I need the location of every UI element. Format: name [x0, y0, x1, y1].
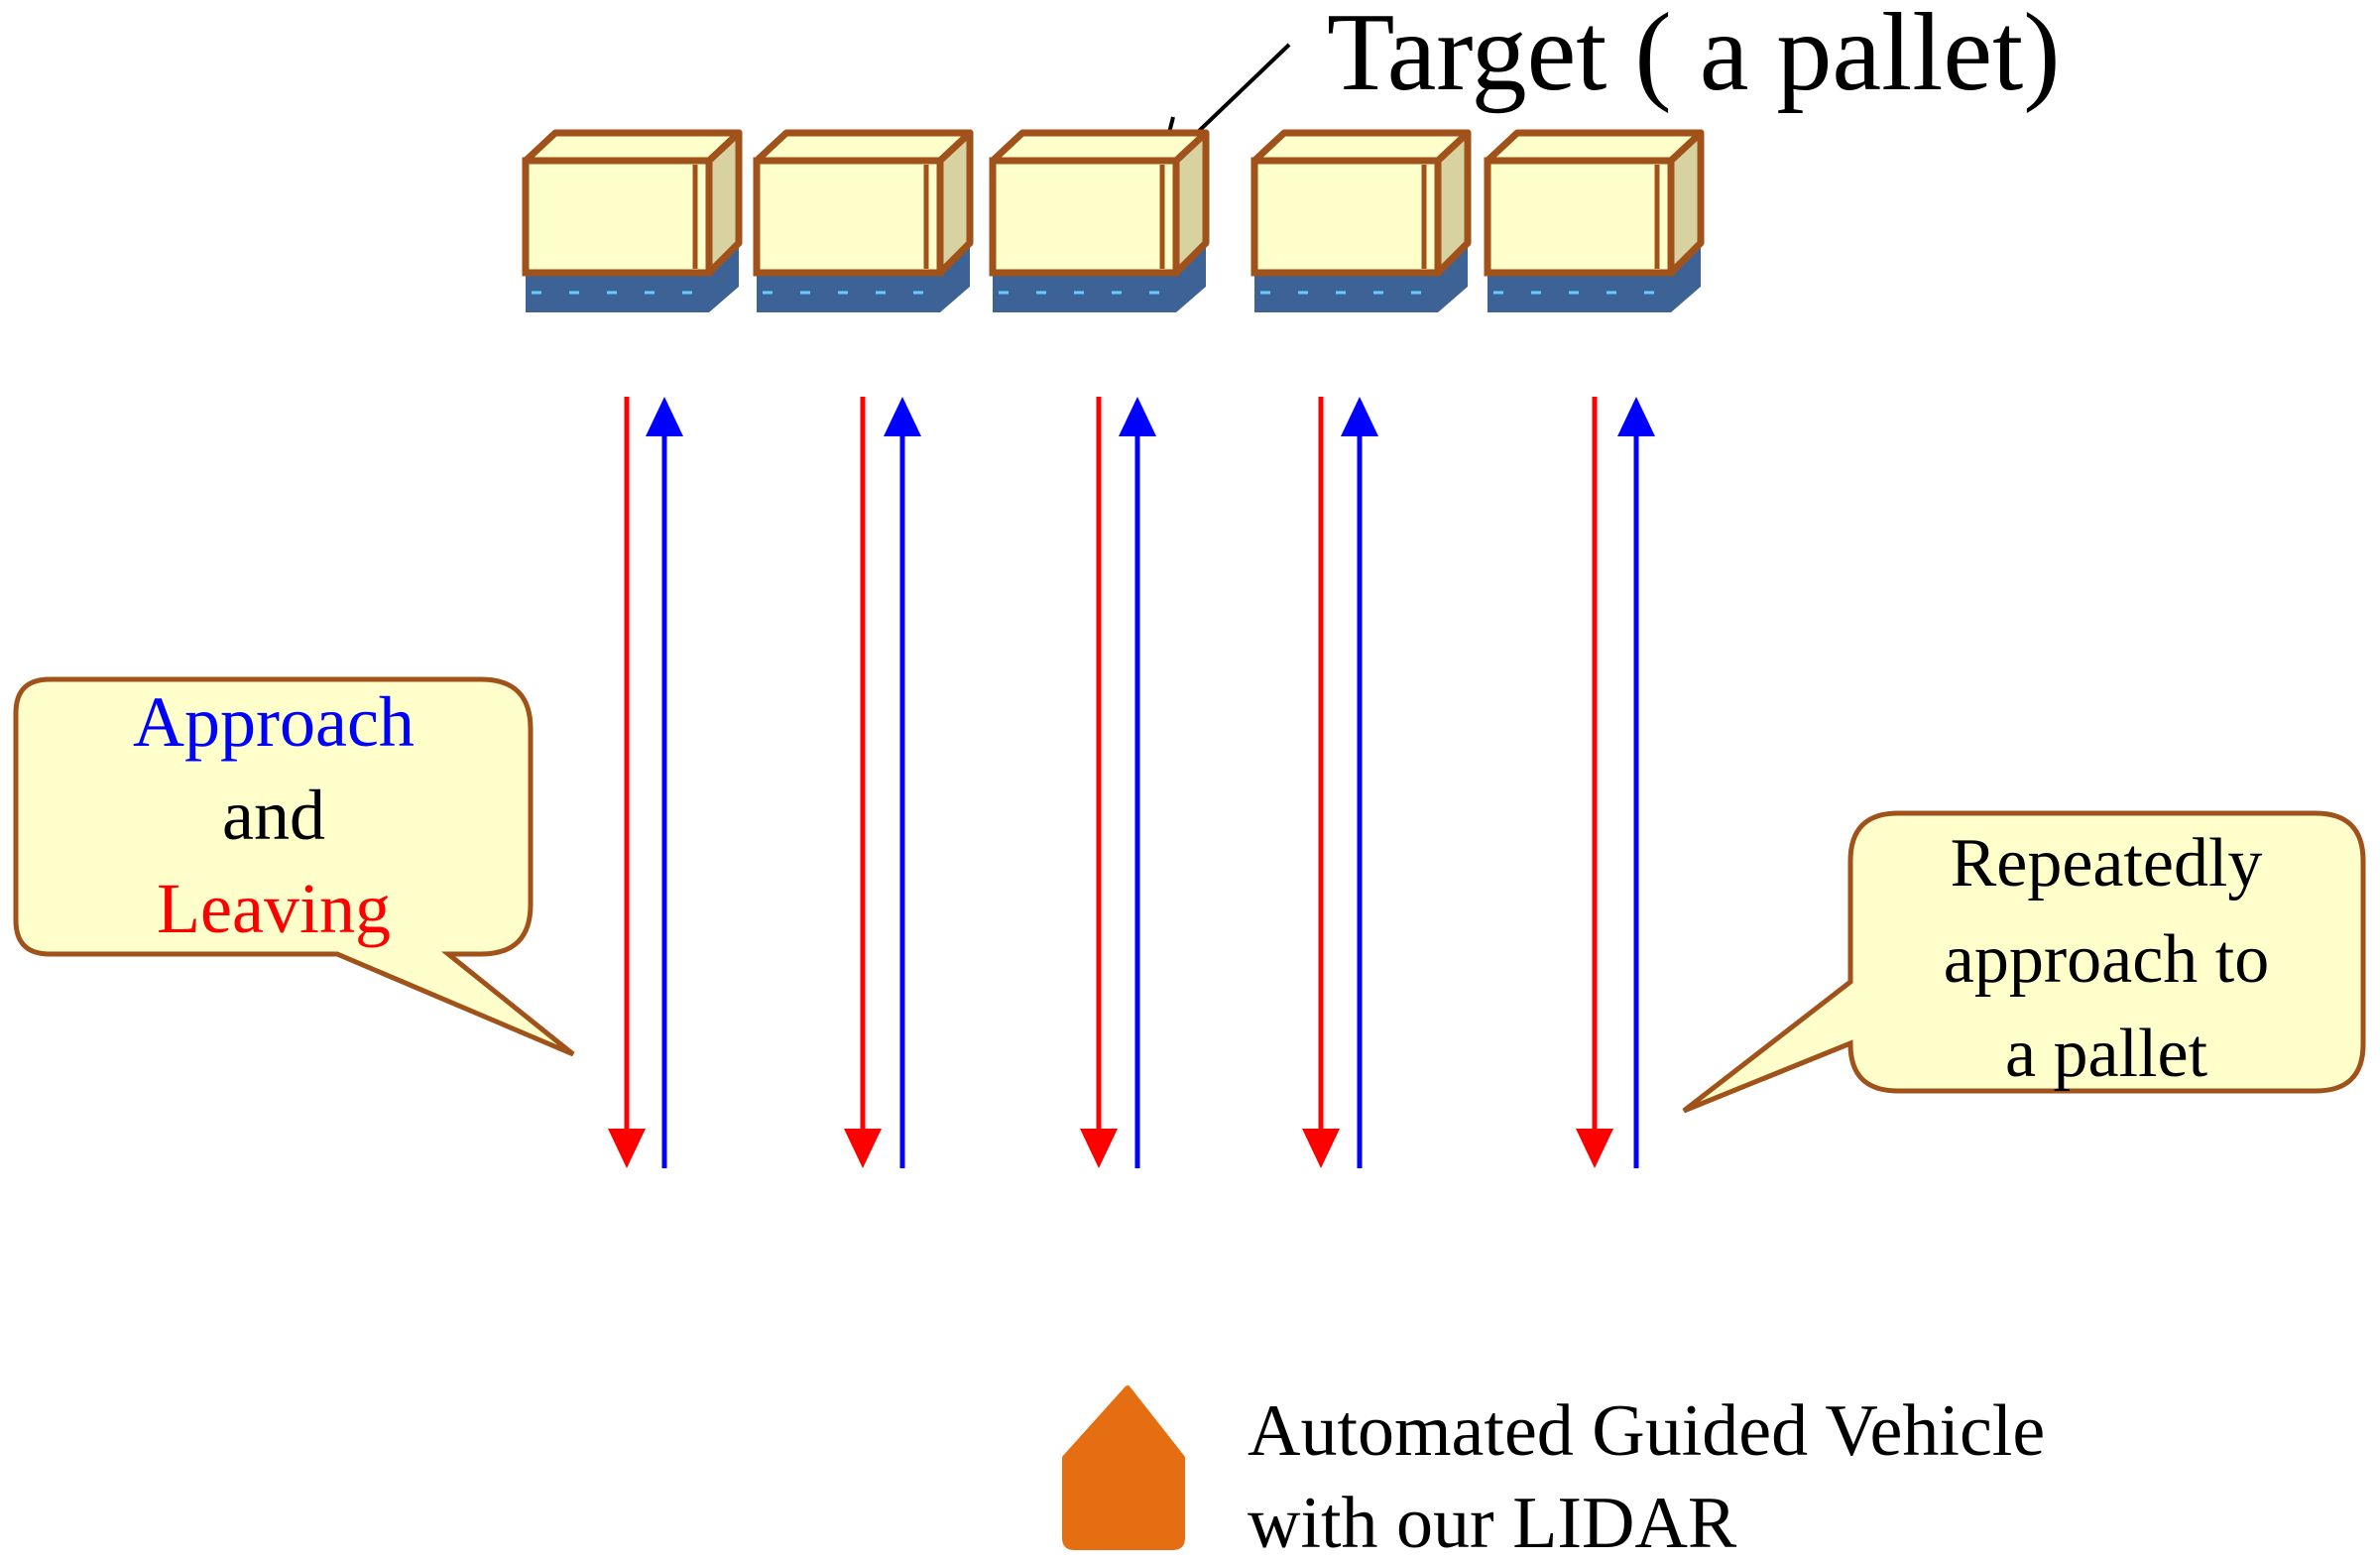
leaving-arrow — [1080, 397, 1118, 1168]
callout-left-and: and — [222, 776, 325, 855]
leaving-arrow — [608, 397, 646, 1168]
agv-legend: Automated Guided Vehicle with our LIDAR — [1062, 1385, 2045, 1564]
callout-right-line3: a pallet — [2005, 1016, 2208, 1092]
callout-approach-leaving: Approach and Leaving — [13, 676, 575, 1057]
leaving-arrow — [1302, 397, 1340, 1168]
arrow-pairs — [608, 397, 1655, 1168]
approach-arrow — [1617, 397, 1655, 1168]
callout-left-bubble — [13, 676, 575, 1057]
pallet-box-icon — [1484, 129, 1705, 312]
pallet-box-icon — [753, 129, 974, 312]
agv-legend-line1: Automated Guided Vehicle — [1248, 1390, 2045, 1472]
pallet-row — [522, 129, 1705, 312]
target-label: Target ( a pallet) — [1327, 0, 2060, 114]
pallet-box-icon — [989, 129, 1210, 312]
leaving-arrow — [1576, 397, 1613, 1168]
approach-arrow — [884, 397, 921, 1168]
approach-arrow — [646, 397, 683, 1168]
pallet-box-icon — [522, 129, 743, 312]
callout-left-leaving: Leaving — [157, 869, 391, 948]
callout-right-bubble — [1682, 810, 2366, 1114]
callout-left-approach: Approach — [133, 682, 415, 762]
approach-arrow — [1119, 397, 1156, 1168]
agv-legend-line2: with our LIDAR — [1248, 1483, 1737, 1564]
approach-arrow — [1341, 397, 1378, 1168]
callout-right-line1: Repeatedly — [1951, 825, 2263, 902]
agv-pentagon-icon — [1062, 1385, 1185, 1550]
callout-repeated-approach: Repeatedly approach to a pallet — [1682, 810, 2366, 1114]
leaving-arrow — [844, 397, 882, 1168]
callout-right-line2: approach to — [1944, 921, 2269, 998]
pallet-box-icon — [1250, 129, 1472, 312]
